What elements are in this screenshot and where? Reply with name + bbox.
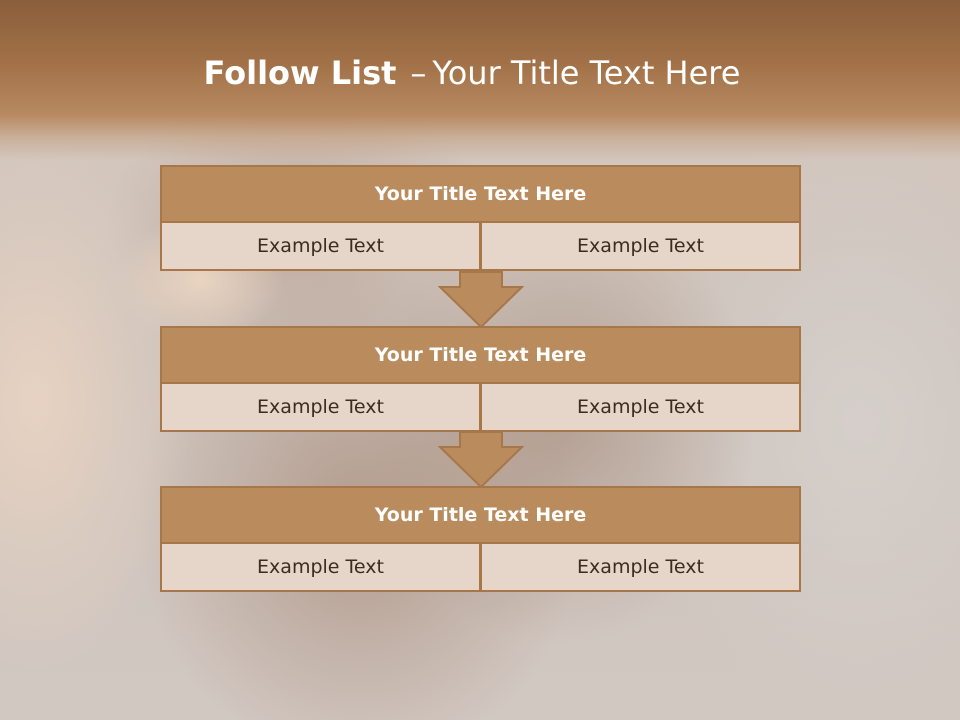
block-cell-right: Example Text xyxy=(480,542,801,592)
block-title: Your Title Text Here xyxy=(160,326,801,384)
block-cell-right: Example Text xyxy=(480,221,801,271)
block-title: Your Title Text Here xyxy=(160,486,801,544)
block-row: Example Text Example Text xyxy=(160,542,801,592)
block-title: Your Title Text Here xyxy=(160,165,801,223)
block-cell-left: Example Text xyxy=(160,382,481,432)
list-block-2: Your Title Text Here Example Text Exampl… xyxy=(160,326,801,432)
list-block-3: Your Title Text Here Example Text Exampl… xyxy=(160,486,801,592)
title-dash: – xyxy=(410,54,427,92)
block-cell-left: Example Text xyxy=(160,542,481,592)
block-cell-left: Example Text xyxy=(160,221,481,271)
block-row: Example Text Example Text xyxy=(160,382,801,432)
down-arrow-icon xyxy=(438,271,524,329)
block-row: Example Text Example Text xyxy=(160,221,801,271)
title-bold: Follow List xyxy=(203,54,397,92)
header-band xyxy=(0,0,960,160)
title-rest: Your Title Text Here xyxy=(432,54,741,92)
down-arrow-icon xyxy=(438,431,524,489)
block-cell-right: Example Text xyxy=(480,382,801,432)
slide-title: Follow List–Your Title Text Here xyxy=(0,54,944,92)
list-block-1: Your Title Text Here Example Text Exampl… xyxy=(160,165,801,271)
